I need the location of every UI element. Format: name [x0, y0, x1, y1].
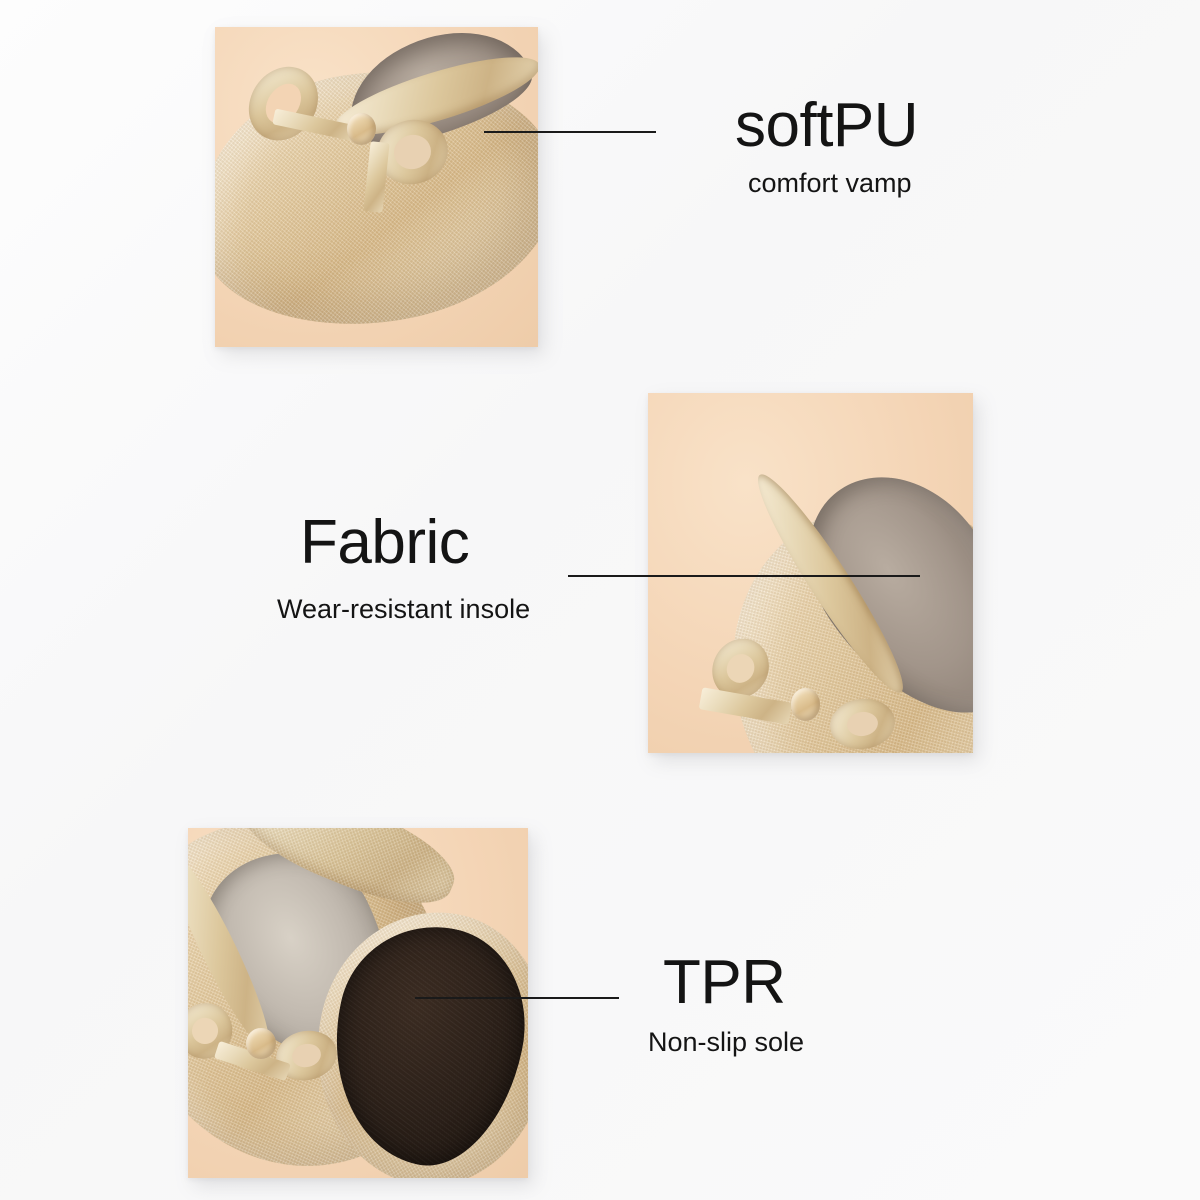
callout-tpr-subtitle: Non-slip sole	[648, 1029, 804, 1056]
shoe-bow-knot-tpr	[245, 1027, 277, 1059]
shoe-bow-knot-fabric	[791, 688, 821, 721]
leader-line-tpr	[415, 997, 619, 999]
leader-line-softpu	[484, 131, 656, 133]
callout-tpr: TPR	[663, 952, 786, 1014]
feature-title-tpr: TPR	[663, 948, 786, 1017]
feature-image-tpr	[188, 828, 528, 1178]
feature-image-fabric	[648, 393, 973, 753]
callout-fabric: Fabric	[300, 508, 470, 577]
feature-title-softpu: softPU	[735, 91, 919, 160]
feature-subtitle-fabric: Wear-resistant insole	[277, 594, 531, 624]
callout-fabric-subtitle: Wear-resistant insole	[277, 596, 530, 623]
shoe-bow-knot-softpu	[347, 113, 377, 146]
callout-softpu: softPU	[735, 91, 919, 160]
feature-image-softpu	[215, 27, 538, 347]
leader-line-fabric	[568, 575, 920, 577]
callout-softpu-subtitle: comfort vamp	[748, 170, 912, 197]
feature-subtitle-softpu: comfort vamp	[748, 168, 912, 198]
feature-subtitle-tpr: Non-slip sole	[648, 1027, 805, 1057]
feature-title-fabric: Fabric	[300, 508, 470, 577]
